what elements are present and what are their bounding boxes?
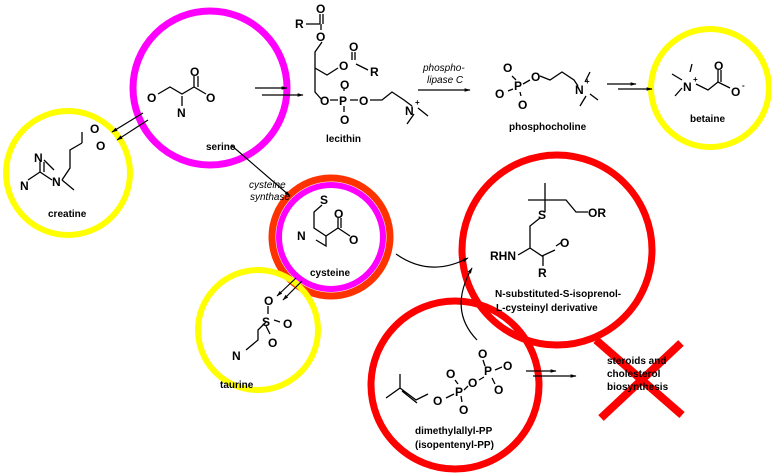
- atom-label: O: [518, 98, 527, 112]
- charge-label: +: [585, 77, 590, 86]
- reaction-arrows: [111, 82, 653, 378]
- atom-label: O: [503, 61, 512, 75]
- dmapp-label-1: dimethylallyl-PP: [415, 426, 493, 437]
- atom-label: O: [359, 94, 368, 108]
- serine-structure: O N O O serine: [147, 65, 236, 153]
- atom-label: O: [349, 40, 358, 54]
- atom-label: O: [283, 317, 292, 331]
- atom-label: O: [206, 91, 215, 105]
- cysteine-outer-circle: [268, 174, 394, 300]
- atom-label: O: [560, 236, 569, 250]
- atom-label: N: [177, 106, 186, 120]
- atom-label: R: [295, 17, 304, 31]
- atom-label: O: [433, 394, 442, 408]
- cysteine-inner-circle: [276, 182, 386, 292]
- dmapp-structure: O P O O P O O O O dimethylallyl-PP (isop…: [385, 347, 512, 451]
- atom-label: P: [339, 94, 347, 108]
- betaine-label: betaine: [690, 114, 725, 125]
- blocked-x-icon: [593, 336, 685, 421]
- atom-label: O: [531, 70, 540, 84]
- atom-label: P: [514, 79, 522, 93]
- phosphocholine-label: phosphocholine: [509, 122, 587, 133]
- serine-label: serine: [206, 142, 236, 153]
- creatine-structure: N N N O O creatine: [20, 122, 105, 220]
- lecithin-label: lecithin: [326, 134, 361, 145]
- creatine-highlight-circle: [3, 108, 133, 238]
- atom-label: N: [232, 349, 241, 363]
- atom-label: O: [90, 122, 99, 136]
- taurine-label: taurine: [220, 380, 254, 391]
- atom-label: R: [538, 266, 547, 280]
- charge-label: +: [415, 98, 420, 107]
- dmapp-circle: [367, 297, 543, 473]
- atom-label: O: [478, 347, 487, 361]
- atom-label: O: [264, 294, 273, 308]
- atom-label: O: [340, 78, 349, 92]
- charge-label: -: [742, 81, 745, 90]
- isoprenol-cysteinyl-label-1: N-substituted-S-isoprenol-: [495, 289, 621, 300]
- charge-label: +: [693, 75, 698, 84]
- atom-label: R: [370, 65, 379, 79]
- isoprenol-cysteinyl-circle: [458, 151, 656, 349]
- atom-label: O: [714, 59, 723, 73]
- taurine-structure: S O O O N taurine: [220, 294, 292, 391]
- blocked-pathway-label-2: cholesterol: [607, 369, 661, 380]
- atom-label: O: [446, 367, 455, 381]
- isoprenol-cysteinyl-label-2: L-cysteinyl derivative: [496, 303, 598, 314]
- blocked-pathway-label-3: biosynthesis: [607, 382, 669, 393]
- atom-label: OR: [588, 206, 606, 220]
- atom-label: O: [731, 85, 740, 99]
- lecithin-structure: R O O O O R O P O O O N + lecithin: [295, 2, 429, 145]
- atom-label: O: [503, 359, 512, 373]
- atom-label: O: [316, 2, 325, 16]
- atom-label: O: [268, 336, 277, 350]
- atom-label: N: [683, 80, 692, 94]
- enzyme-label-cysteine-synthase-2: synthase: [250, 192, 290, 203]
- atom-label: S: [262, 315, 270, 329]
- atom-label: N: [405, 104, 414, 118]
- atom-label: O: [494, 383, 503, 397]
- creatine-label: creatine: [48, 209, 87, 220]
- blocked-pathway-label-1: steroids and: [607, 356, 666, 367]
- atom-label: O: [459, 403, 468, 417]
- phosphocholine-structure: O P O O O N + phosphocholine: [495, 61, 599, 133]
- atom-label: O: [190, 65, 199, 79]
- betaine-structure: N + O O - betaine: [671, 59, 745, 125]
- atom-label: O: [339, 59, 348, 73]
- atom-label: RHN: [490, 249, 516, 263]
- atom-label: O: [468, 376, 477, 390]
- atom-label: O: [320, 94, 329, 108]
- atom-label: S: [320, 193, 328, 207]
- isoprenol-cysteinyl-structure: S OR RHN O R N-substituted-S-isoprenol- …: [490, 183, 621, 314]
- atom-label: O: [147, 91, 156, 105]
- atom-label: N: [575, 83, 584, 97]
- atom-label: N: [52, 175, 61, 189]
- cysteine-structure: S N O O cysteine: [297, 193, 358, 279]
- atom-label: P: [455, 385, 463, 399]
- atom-label: P: [484, 364, 492, 378]
- cysteine-label: cysteine: [310, 268, 350, 279]
- atom-label: N: [34, 151, 43, 165]
- atom-label: O: [495, 87, 504, 101]
- enzyme-label-phospholipase-1: phospho-: [422, 63, 465, 74]
- atom-label: O: [316, 30, 325, 44]
- enzyme-label-phospholipase-2: lipase C: [427, 75, 464, 86]
- atom-label: S: [538, 208, 546, 222]
- atom-label: O: [340, 113, 349, 127]
- atom-label: N: [297, 229, 306, 243]
- enzyme-label-cysteine-synthase-1: cysteine: [249, 180, 286, 191]
- atom-label: N: [20, 179, 29, 193]
- atom-label: O: [96, 139, 105, 153]
- atom-label: O: [334, 207, 343, 221]
- dmapp-label-2: (isopentenyl-PP): [415, 440, 494, 451]
- taurine-highlight-circle: [195, 267, 321, 393]
- atom-label: O: [349, 233, 358, 247]
